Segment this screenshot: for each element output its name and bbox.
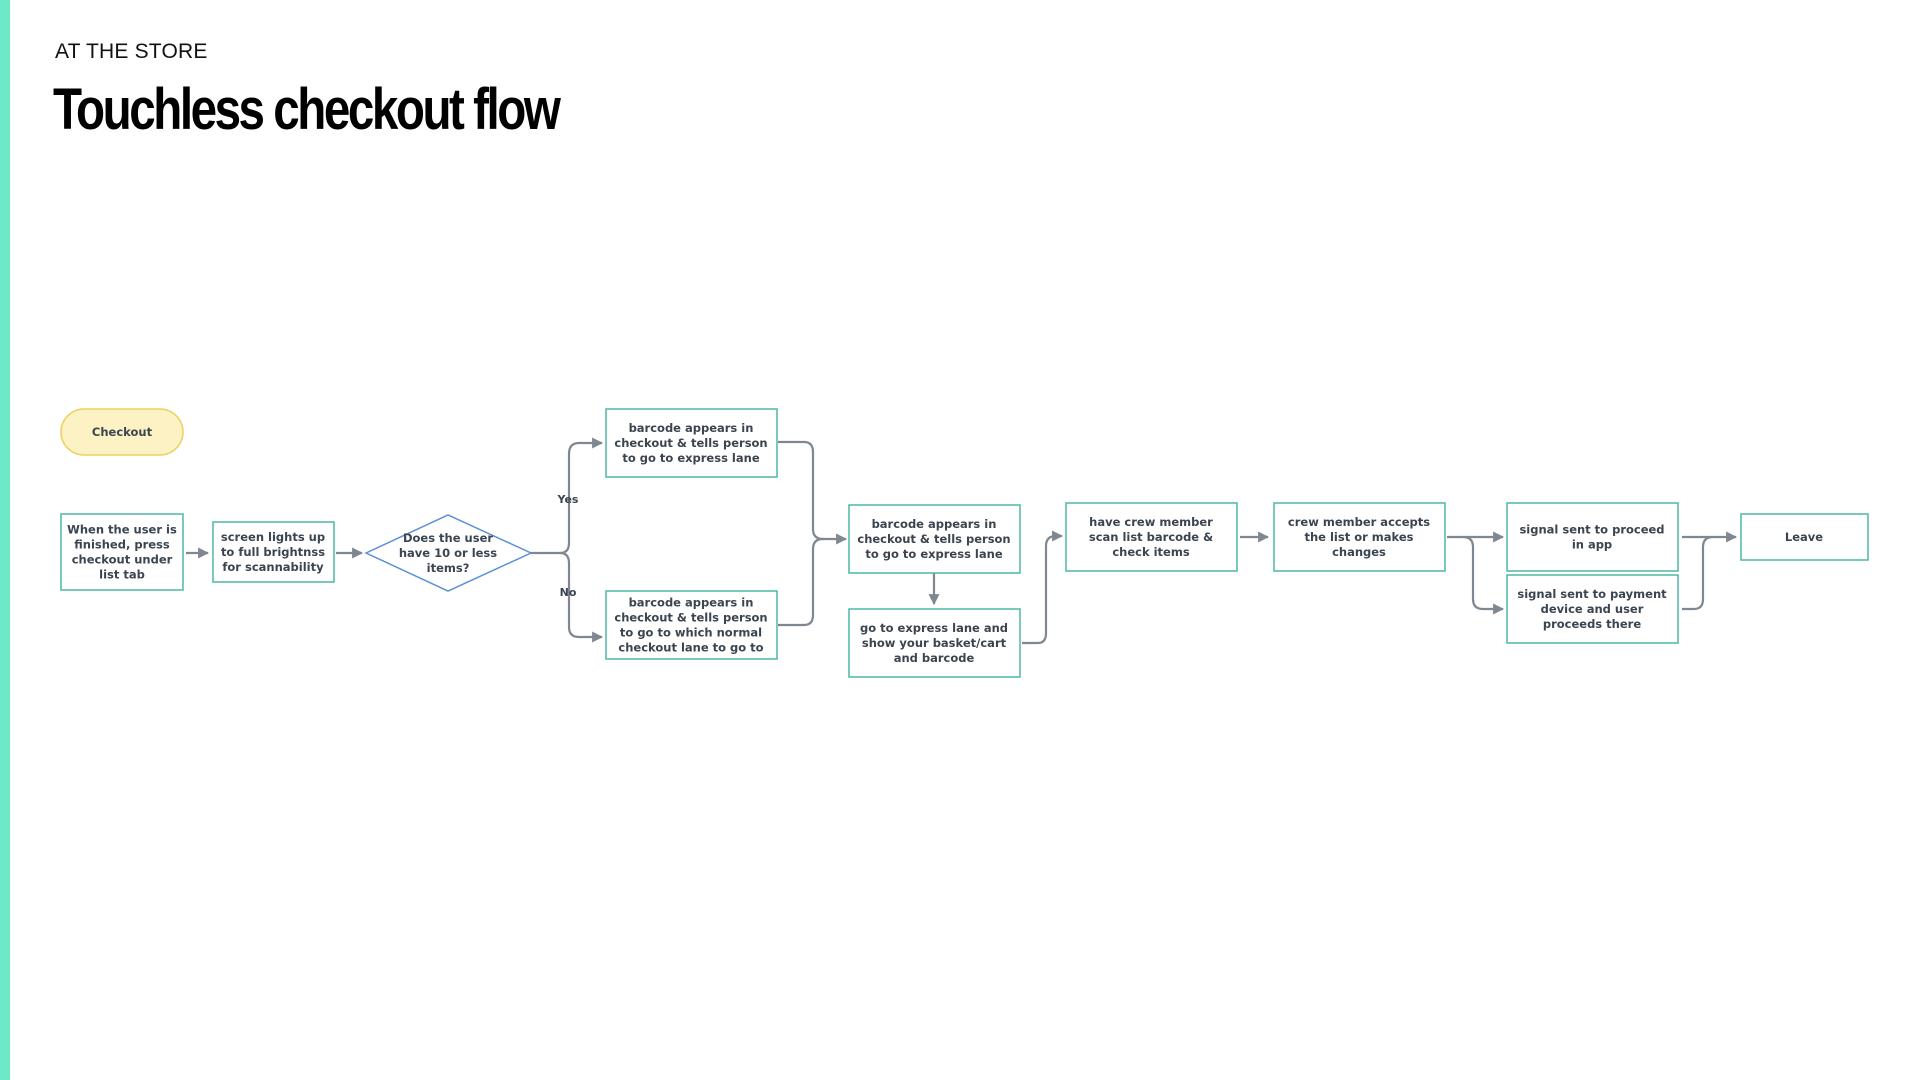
edge-label-yes: Yes: [557, 493, 579, 506]
page-title: Touchless checkout flow: [53, 77, 561, 142]
edge-device-leave: [1682, 535, 1714, 611]
edge-express-merge: [778, 440, 848, 545]
edge-accepts-device: [1462, 535, 1505, 615]
node-leave: Leave: [1740, 513, 1869, 561]
edge-decision-no: [559, 551, 604, 643]
node-leave-label: Leave: [1785, 530, 1823, 544]
edge-label-no: No: [560, 586, 577, 599]
accent-bar: [0, 0, 10, 1080]
node-start-label: Checkout: [92, 425, 153, 439]
edge-expresslane-crew: [1022, 530, 1064, 645]
edge-normal-merge: [778, 537, 824, 627]
section-eyebrow: AT THE STORE: [55, 40, 208, 63]
node-start: Checkout: [60, 408, 184, 456]
